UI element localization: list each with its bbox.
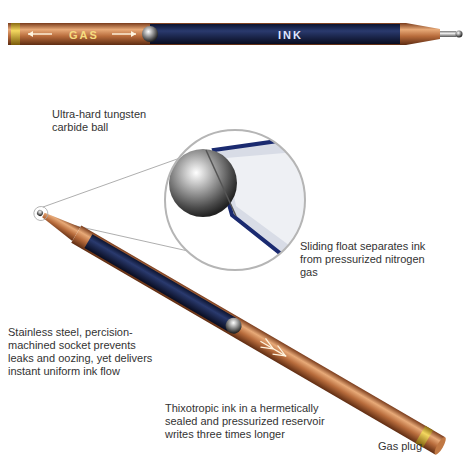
float-callout: Sliding float separates ink from pressur… [300, 240, 440, 279]
ball-callout: Ultra-hard tungsten carbide ball [52, 108, 162, 134]
gas-section: GAS [63, 24, 105, 44]
ink-section: INK [272, 24, 309, 44]
band-text: INK [278, 29, 303, 41]
socket-callout: Stainless steel, percision-machined sock… [8, 326, 158, 378]
ink-callout: Thixotropic ink in a hermetically sealed… [165, 402, 330, 441]
magnifier-detail [165, 130, 320, 285]
band-text: GAS [69, 29, 99, 41]
gas-plug-callout: Gas plug [378, 440, 458, 453]
refill-top [8, 23, 463, 45]
